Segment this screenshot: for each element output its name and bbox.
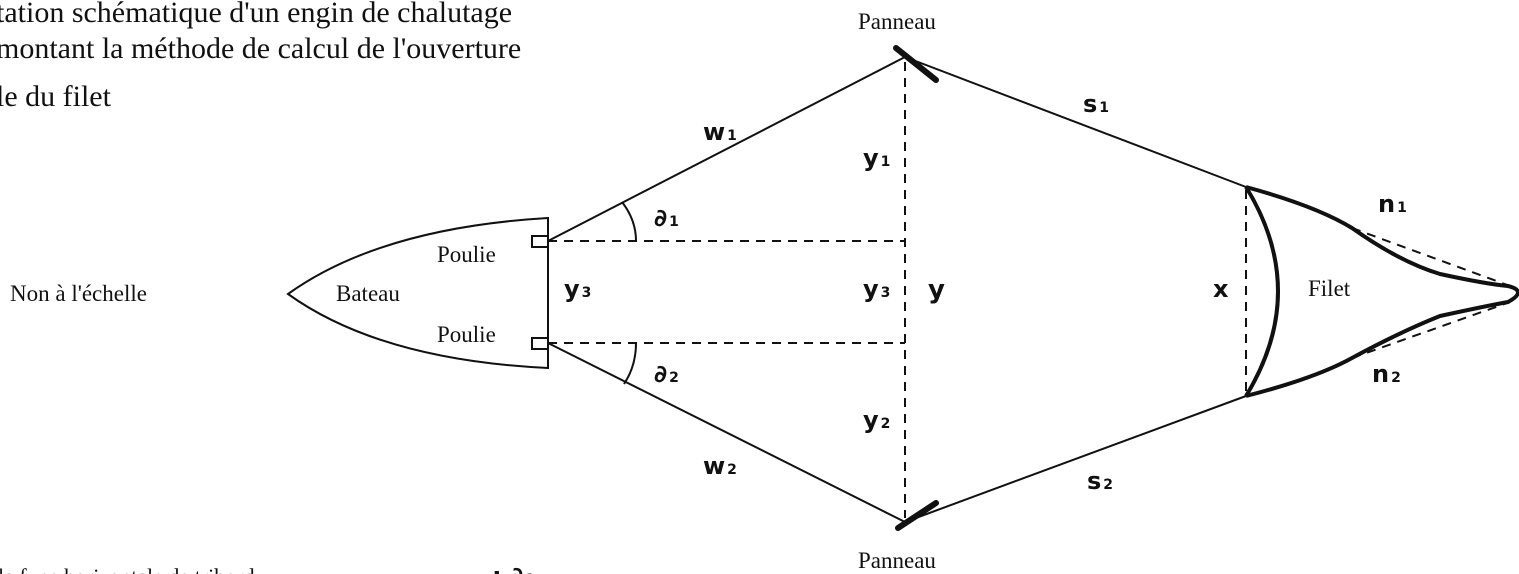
otter-board-bottom	[895, 500, 939, 531]
sweep-bottom	[904, 395, 1247, 523]
symbol-angle-2: ∂2	[654, 360, 679, 388]
net-label: Filet	[1308, 276, 1351, 301]
pulley-top-label: Poulie	[437, 242, 496, 267]
title-line-2: montant la méthode de calcul de l'ouvert…	[0, 32, 521, 65]
symbol-y: y	[928, 275, 945, 305]
pulley-bottom	[531, 337, 549, 350]
net-mouth	[1244, 185, 1280, 398]
pulley-top	[531, 235, 549, 248]
scale-note: Non à l'échelle	[10, 281, 147, 306]
title-line-3: le du filet	[0, 80, 112, 113]
symbol-angle-1: ∂1	[654, 204, 679, 232]
boat-hull	[286, 216, 549, 370]
board-bottom-label: Panneau	[858, 548, 936, 573]
legend-partial-text: la fune horizontale de tribord	[0, 564, 255, 574]
boat-label: Bateau	[336, 281, 400, 306]
symbol-x: x	[1213, 275, 1229, 303]
otter-board-top	[893, 45, 939, 83]
sweep-top	[904, 56, 1247, 188]
legend-partial-symbol: : ∂1	[492, 562, 535, 574]
pulley-bottom-label: Poulie	[437, 322, 496, 347]
title-line-1: tation schématique d'un engin de chaluta…	[0, 0, 512, 29]
angle-arc-top	[621, 201, 637, 242]
board-top-label: Panneau	[858, 9, 936, 34]
warp-bottom	[547, 342, 906, 523]
net-extension-top	[1351, 227, 1511, 287]
warp-top	[547, 56, 906, 242]
net-extension-bottom	[1351, 301, 1511, 359]
angle-arc-bottom	[623, 342, 637, 385]
